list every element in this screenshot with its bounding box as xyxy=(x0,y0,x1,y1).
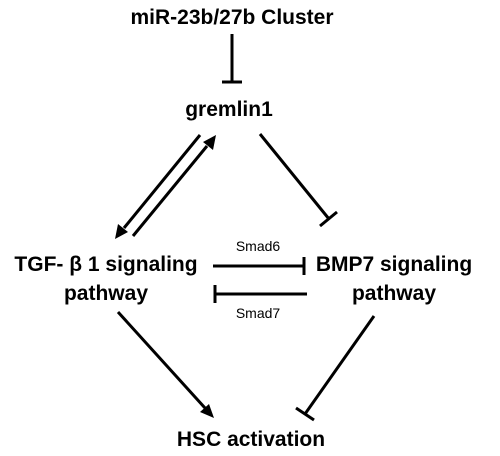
node-gremlin1: gremlin1 xyxy=(185,98,273,121)
node-hsc-activation: HSC activation xyxy=(177,428,325,451)
edge-tgfb1-inhibits-bmp7 xyxy=(213,257,306,275)
arrowhead xyxy=(200,404,214,418)
edge-gremlin1-activates-tgfb1 xyxy=(115,134,202,239)
node-tgfb1-line1: TGF- β 1 signaling xyxy=(14,253,197,276)
edge-mirna-inhibits-gremlin1 xyxy=(222,34,242,84)
edge-label-smad7: Smad7 xyxy=(236,305,281,321)
edge-tgfb1-activates-gremlin1 xyxy=(131,135,216,237)
edge-bmp7-inhibits-tgfb1 xyxy=(213,285,307,303)
edge-label-smad6: Smad6 xyxy=(236,238,281,254)
node-bmp7-line1: BMP7 signaling xyxy=(316,253,472,276)
node-bmp7-line2: pathway xyxy=(352,282,436,305)
edge-bmp7-inhibits-hsc xyxy=(295,315,376,422)
arrowhead xyxy=(203,135,216,150)
node-mirna-cluster: miR-23b/27b Cluster xyxy=(130,6,333,29)
edge-gremlin1-inhibits-bmp7 xyxy=(258,133,338,228)
edge-tgfb1-activates-hsc xyxy=(116,310,214,418)
arrowhead xyxy=(115,224,128,239)
node-tgfb1-line2: pathway xyxy=(64,282,148,305)
